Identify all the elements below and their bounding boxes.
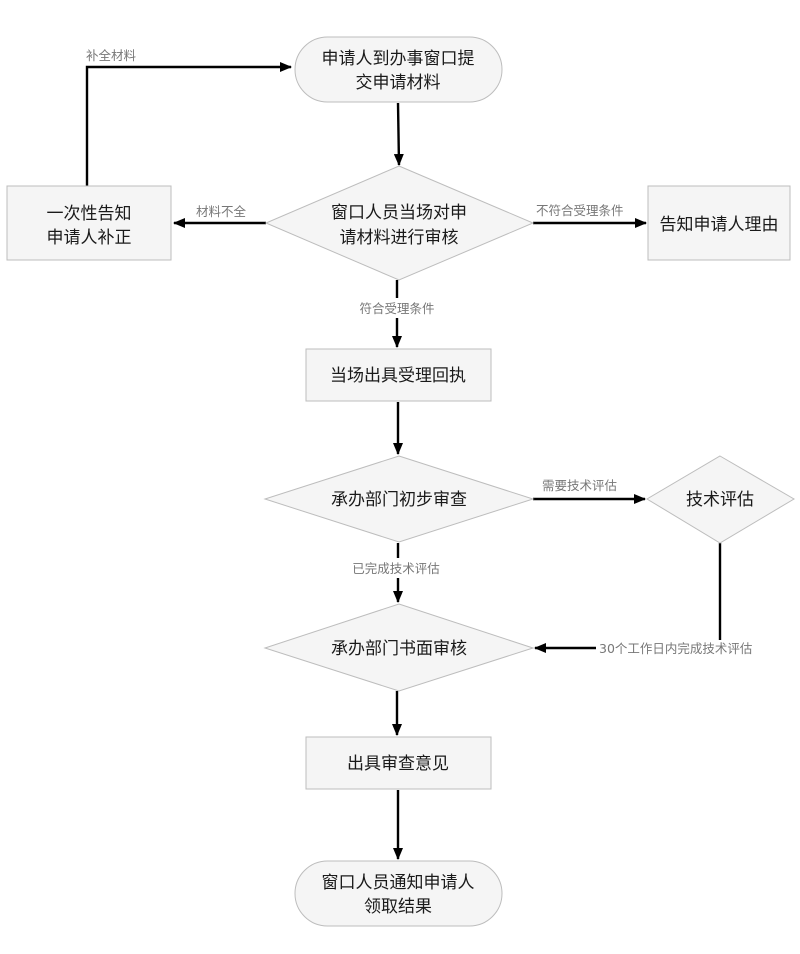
node-end[interactable]: 窗口人员通知申请人 领取结果 (294, 860, 503, 927)
edge-submit (393, 102, 404, 166)
node-tech-eval-line-1: 技术评估 (686, 490, 754, 510)
edge-label-eligible: 符合受理条件 (359, 301, 434, 316)
node-written-review[interactable]: 承办部门书面审核 (263, 603, 535, 692)
node-tech-eval[interactable]: 技术评估 (646, 455, 795, 544)
edge-label-needs-tech: 需要技术评估 (542, 478, 617, 493)
node-preliminary-review[interactable]: 承办部门初步审查 (263, 455, 535, 543)
node-notify-supplement-line-2: 申请人补正 (47, 228, 132, 248)
node-notify-supplement-line-1: 一次性告知 (47, 204, 132, 224)
edge-supplement-done (85, 62, 292, 186)
node-window-review-line-2: 请材料进行审核 (340, 228, 459, 248)
node-end-line-1: 窗口人员通知申请人 (322, 873, 475, 893)
node-receipt-line-1: 当场出具受理回执 (330, 366, 466, 386)
edge-label-not-eligible: 不符合受理条件 (536, 203, 624, 218)
node-receipt[interactable]: 当场出具受理回执 (305, 348, 492, 402)
edge-label-incomplete: 材料不全 (196, 204, 247, 219)
node-start[interactable]: 申请人到办事窗口提 交申请材料 (294, 36, 503, 103)
node-window-review[interactable]: 窗口人员当场对申 请材料进行审核 (264, 165, 535, 281)
node-opinion-line-1: 出具审查意见 (347, 754, 449, 774)
node-preliminary-review-line-1: 承办部门初步审查 (331, 490, 467, 510)
edge-label-tech-done: 已完成技术评估 (352, 561, 440, 576)
node-written-review-line-1: 承办部门书面审核 (331, 639, 467, 659)
node-notify-reason[interactable]: 告知申请人理由 (647, 185, 791, 261)
node-end-line-2: 领取结果 (364, 897, 432, 917)
edge-label-supplement-done: 补全材料 (86, 48, 137, 63)
node-start-line-2: 交申请材料 (356, 73, 441, 93)
node-notify-supplement[interactable]: 一次性告知 申请人补正 (6, 185, 172, 261)
node-window-review-line-1: 窗口人员当场对申 (331, 203, 467, 223)
node-notify-reason-line-1: 告知申请人理由 (660, 215, 779, 235)
node-start-line-1: 申请人到办事窗口提 (322, 49, 475, 69)
edge-label-tech-return: 30个工作日内完成技术评估 (599, 641, 752, 656)
node-opinion[interactable]: 出具审查意见 (305, 736, 492, 790)
